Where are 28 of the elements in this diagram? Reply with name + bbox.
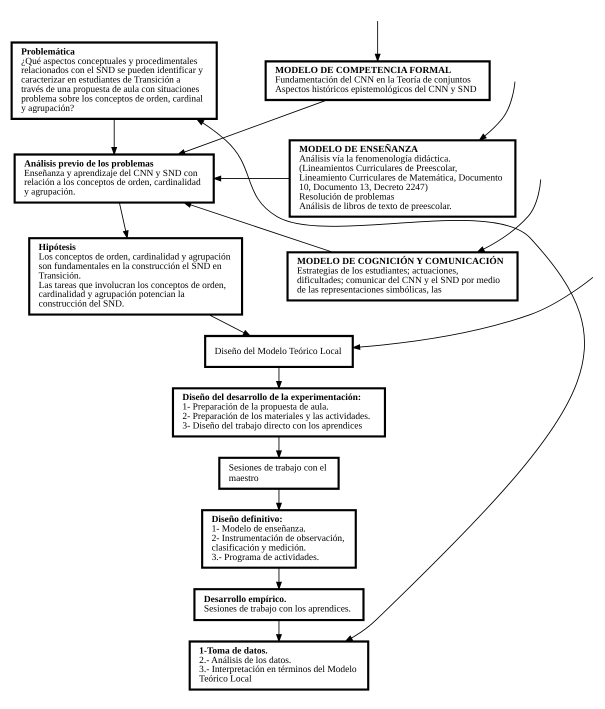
arrow: [276, 619, 282, 642]
node-box: Desarrollo empírico. Sesiones de trabajo con los aprendices.: [193, 588, 365, 621]
node-box: Diseño del desarrollo de la experimentación: 1- Preparación de la propuesta de aula. 2- Preparación de los materiales y las actividades. 3- Diseño del trabajo directo con los aprendices: [172, 386, 386, 437]
arrow: [276, 488, 282, 511]
node-box: Análisis previo de los problemas Enseñanza y aprendizaje del CNN y SND con relación a los conceptos de orden, cardinalidad y agrupación.: [14, 152, 215, 204]
arrow: [118, 202, 129, 239]
node-box: Problemática ¿Qué aspectos conceptuales y procedimentales relacionados con el SND se pueden identificar y caracterizar en estudiantes de Transición a través de una propuesta de aula con situaciones problema sobre los conceptos de orden, cardinal y agrupación?: [10, 40, 218, 120]
arrow: [212, 175, 290, 182]
arrow: [476, 178, 542, 252]
arrow: [196, 118, 585, 642]
node-box: Sesiones de trabajo con el maestro: [218, 456, 340, 490]
arrow: [276, 366, 282, 390]
node-box: MODELO DE COMPETENCIA FORMAL Fundamentación del CNN en la Teoría de conjuntos Aspectos históricos epistemológicos del CNN y SND: [264, 60, 491, 101]
node-box: Hipótesis Los conceptos de orden, cardinalidad y agrupación son fundamentales en la construcción el SND en Transición. Las tareas que involucran los conceptos de orden, cardinalidad y agrupación potencian la construcción del SND.: [28, 236, 244, 316]
arrow: [208, 314, 252, 336]
arrow: [276, 567, 282, 590]
arrow: [176, 99, 328, 154]
arrow: [276, 436, 282, 459]
node-box: MODELO DE ENSEÑANZA Análisis vía la fenomenología didáctica. (Lineamientos Curriculares de Preescolar, Lineamiento Curriculares de Matemática, Documento 10, Documento 13, Decreto 2247) Resolución de problemas Análisis de libros de texto de preescolar.: [288, 138, 516, 218]
arrow: [182, 202, 334, 252]
node-box: Diseño definitivo: 1- Modelo de enseñanza. 2- Instrumentación de observación, clasificación y medición. 3.- Programa de actividades.: [201, 508, 357, 568]
arrow: [352, 276, 594, 350]
arrow: [478, 80, 516, 141]
node-box: MODELO DE COGNICIÓN Y COMUNICACIÓN Estrategias de los estudiantes; actuaciones, dificultades; comunicar del CNN y el SND por medio de las representaciones simbólicas, las: [286, 250, 519, 301]
arrow: [111, 118, 118, 156]
node-box: 1-Toma de datos. 2.- Análisis de los datos. 3.- Interpretación en términos del Modelo Teórico Local: [188, 640, 370, 690]
node-box: Diseño del Modelo Teórico Local: [204, 334, 354, 368]
arrow: [374, 20, 381, 62]
